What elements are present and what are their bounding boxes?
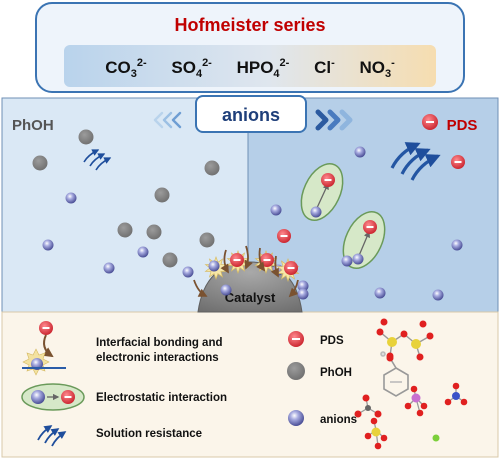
pds-panel-label: PDS bbox=[447, 117, 478, 134]
bonding-arrow bbox=[270, 255, 279, 278]
legend-electrostatic-label: Electrostatic interaction bbox=[96, 392, 227, 404]
legend-interfacial-label-line1: Interfacial bonding and bbox=[96, 337, 223, 349]
anion-particle bbox=[208, 260, 220, 272]
bonding-arrow bbox=[288, 279, 299, 298]
ion-nitrate: NO3- bbox=[359, 57, 395, 80]
pds-molecule-icon bbox=[376, 318, 434, 361]
ion-chloride: Cl- bbox=[314, 57, 335, 77]
anion-molecules-icon bbox=[354, 382, 468, 450]
legend-panel bbox=[1, 311, 499, 458]
anion-particle bbox=[451, 239, 463, 251]
anion-particle bbox=[354, 146, 366, 158]
anion-particle bbox=[65, 192, 77, 204]
legend-pds-icon bbox=[288, 331, 304, 347]
legend-pds-label: PDS bbox=[320, 335, 344, 347]
anion-particle bbox=[432, 289, 444, 301]
phenol-molecule-icon bbox=[380, 351, 409, 397]
pds-particle bbox=[230, 253, 244, 267]
pds-particle bbox=[284, 261, 298, 275]
anion-particle bbox=[137, 246, 149, 258]
pds-particle bbox=[321, 173, 335, 187]
anion-particle bbox=[103, 262, 115, 274]
phoh-particle bbox=[199, 232, 215, 248]
legend-interfacial-icon bbox=[22, 321, 66, 376]
ion-sulfate: SO42- bbox=[171, 57, 212, 80]
anion-particle bbox=[297, 288, 309, 300]
phoh-particle bbox=[78, 129, 94, 145]
phoh-particle bbox=[162, 252, 178, 268]
legend-phoh-icon bbox=[287, 362, 305, 380]
particles-layer bbox=[32, 129, 465, 301]
chevrons-right-icon bbox=[315, 109, 353, 131]
anion-particle bbox=[341, 255, 353, 267]
solution-resistance-arrows-left-icon bbox=[83, 149, 112, 171]
anion-particle bbox=[220, 284, 232, 296]
series-bar bbox=[64, 45, 436, 87]
anion-particle bbox=[182, 266, 194, 278]
solution-resistance-arrows-right-icon bbox=[390, 142, 441, 181]
bonding-arrow bbox=[220, 249, 229, 274]
phoh-particle bbox=[154, 187, 170, 203]
anions-tab bbox=[195, 95, 307, 133]
legend-interfacial-label-line2: electronic interactions bbox=[96, 352, 219, 364]
catalyst-label: Catalyst bbox=[225, 290, 276, 305]
legend-anions-icon bbox=[288, 410, 304, 426]
legend-solution-resistance-icon bbox=[37, 425, 67, 447]
legend-electrostatic-icon bbox=[21, 383, 85, 411]
ion-carbonate: CO32- bbox=[105, 57, 147, 80]
anion-particle bbox=[42, 239, 54, 251]
anion-particle bbox=[297, 280, 309, 292]
chevrons-left-icon bbox=[153, 111, 182, 129]
hofmeister-series-ions: CO32- SO42- HPO42- Cl- NO3- bbox=[105, 51, 395, 80]
phoh-particle bbox=[204, 160, 220, 176]
phoh-particle bbox=[146, 224, 162, 240]
hofmeister-title: Hofmeister series bbox=[174, 15, 325, 35]
phoh-particle bbox=[32, 155, 48, 171]
anion-particle bbox=[352, 253, 364, 265]
legend-phoh-label: PhOH bbox=[320, 367, 352, 379]
anion-particle bbox=[310, 206, 322, 218]
phoh-panel-label: PhOH bbox=[12, 117, 54, 134]
anion-particle bbox=[374, 287, 386, 299]
legend-resistance-label: Solution resistance bbox=[96, 428, 202, 440]
bonding-arrow bbox=[244, 245, 253, 270]
pds-particle bbox=[451, 155, 465, 169]
bonding-arrow bbox=[256, 247, 266, 272]
pds-particle bbox=[363, 220, 377, 234]
phoh-panel bbox=[1, 97, 249, 313]
pds-particle bbox=[277, 229, 291, 243]
bonding-arrow bbox=[193, 279, 208, 297]
anions-tab-label: anions bbox=[222, 105, 280, 125]
legend-anions-label: anions bbox=[320, 414, 357, 426]
pds-panel-marker-icon bbox=[422, 114, 438, 130]
anion-particle bbox=[270, 204, 282, 216]
ion-hydrogen-phosphate: HPO42- bbox=[237, 57, 290, 80]
phoh-particle bbox=[117, 222, 133, 238]
